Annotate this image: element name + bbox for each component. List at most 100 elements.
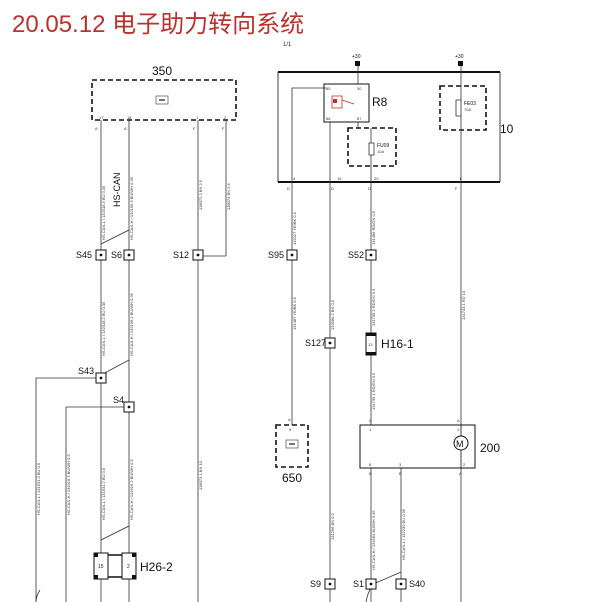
splice-S127[interactable] xyxy=(324,337,336,349)
splice-S1[interactable] xyxy=(365,578,377,590)
module-200[interactable] xyxy=(359,424,476,469)
relay-pin: 87 xyxy=(357,116,362,121)
wire-label: HS-CAN-L / 131631.2 BU 0.5 xyxy=(101,467,106,520)
connector-label: H16-1 xyxy=(381,337,414,351)
wire-label: 138072.2 BN 2.5 xyxy=(198,179,203,210)
fuse-FE03[interactable] xyxy=(439,85,487,131)
wire-label: HS-CAN-L / 132018.3 BU 0.35 xyxy=(101,185,106,240)
page-title: 20.05.12 电子助力转向系统 xyxy=(12,11,305,38)
left-wires xyxy=(35,120,227,602)
module-10[interactable] xyxy=(277,71,501,183)
pin-letter: A xyxy=(124,126,127,131)
splice-label: S1 xyxy=(353,579,364,589)
wire-label: HS-CAN-H / 131664 BU/WH 0.35 xyxy=(371,510,376,570)
wire-label: 131743.1 RD 10 xyxy=(461,290,466,320)
pin-letter: B xyxy=(399,471,402,476)
module-650[interactable] xyxy=(275,424,309,468)
module-200-label: 200 xyxy=(480,441,500,455)
pin-letter: A xyxy=(95,126,98,131)
relay-pin: 85 xyxy=(326,86,331,91)
fuse-rating: 70A xyxy=(464,107,471,112)
connector-pin: 13 xyxy=(368,342,373,347)
wire-label: 131266 BN 0.5 xyxy=(330,513,335,540)
splice-S52[interactable] xyxy=(365,249,377,261)
pin-letter: D xyxy=(331,186,334,191)
pin-letter: A xyxy=(459,471,462,476)
pin-num: 2 xyxy=(224,115,227,120)
pin-num: 9 xyxy=(289,427,292,432)
wire-label: 131735.1 RD/GN 0.5 xyxy=(371,372,376,410)
relay-pin: 86 xyxy=(326,116,331,121)
supply-label: +30 xyxy=(352,54,361,60)
splice-S95[interactable] xyxy=(286,249,298,261)
relay-contact xyxy=(341,99,355,105)
pin-letter: A xyxy=(288,417,291,422)
pin-letter: F xyxy=(193,126,196,131)
pin-num: 1 xyxy=(369,427,372,432)
splice-S4[interactable] xyxy=(123,401,135,413)
pin-letter: F xyxy=(455,186,458,191)
connector-H16-1[interactable] xyxy=(365,332,377,356)
module-650-label: 650 xyxy=(282,471,302,485)
module-350-label: 350 xyxy=(152,64,172,78)
wire-label: 138074 BN 2.5 xyxy=(226,183,231,210)
wire-label: 131735.2 RD/GN 0.5 xyxy=(371,288,376,326)
splice-S40[interactable] xyxy=(395,578,407,590)
wire-label: 132027 YE/BK 0.5 xyxy=(292,211,297,245)
wire-label: HS-CAN-L / 132230 BU 0.35 xyxy=(401,508,406,560)
pin-letter: B xyxy=(369,471,372,476)
relay-pin: 30 xyxy=(357,86,362,91)
pin-letter: D xyxy=(368,186,371,191)
wire-label: 131487 YE/BK 0.5 xyxy=(292,296,297,330)
pin-num: 18 xyxy=(127,115,132,120)
wire-label: HS-CAN-H / 131616.3 BU/WH 0.5 xyxy=(66,454,71,515)
splice-label: S95 xyxy=(268,250,284,260)
wire-label: 133980.2 BN 0.5 xyxy=(330,299,335,330)
supply-terminal xyxy=(355,61,360,66)
pin-num: 15 xyxy=(337,176,342,181)
pin-num: 1 xyxy=(459,176,462,181)
bus-label: HS-CAN xyxy=(112,172,122,207)
wire-label: 138073.1 BN 10 xyxy=(198,460,203,490)
supply-label: +30 xyxy=(455,54,464,60)
connector-pin: 2 xyxy=(127,564,130,570)
page-number: 1/1 xyxy=(283,42,292,48)
connector-H26-2[interactable] xyxy=(93,552,137,580)
splice-label: S4 xyxy=(113,395,124,405)
motor-label: M xyxy=(456,439,464,449)
wire-label: HS-CAN-H / 132199.3 BU/WH 0.35 xyxy=(129,176,134,240)
pin-num: 8 xyxy=(369,462,372,467)
pin-letter: F xyxy=(222,126,225,131)
splice-S45[interactable] xyxy=(95,249,107,261)
pin-num: 20 xyxy=(374,176,379,181)
pin-letter: A xyxy=(457,418,460,423)
wire-label: HS-CAN-H / 131616.2 BU/WH 0.5 xyxy=(129,459,134,520)
module-10-label: 10 xyxy=(500,122,514,136)
connector-pin: 15 xyxy=(98,564,104,570)
pin-num: 2 xyxy=(463,462,466,467)
module-350[interactable] xyxy=(91,79,237,121)
splice-label: S52 xyxy=(348,250,364,260)
fuse-name: FE03 xyxy=(464,101,476,107)
wire-label: HS-CAN-H / 132199.2 BU/WH 0.35 xyxy=(129,292,134,356)
fuse-FU09[interactable] xyxy=(347,127,397,167)
supply-terminal xyxy=(458,61,463,66)
splice-S9[interactable] xyxy=(324,578,336,590)
connector-label: H26-2 xyxy=(140,560,173,574)
splice-label: S40 xyxy=(409,579,425,589)
splice-S43[interactable] xyxy=(95,372,107,384)
module-icon-detail xyxy=(289,443,295,445)
wire-label: HS-CAN-L / 132018.2 BU 0.35 xyxy=(101,301,106,356)
module-icon-detail xyxy=(159,99,165,101)
splice-label: S9 xyxy=(310,579,321,589)
splice-S6[interactable] xyxy=(123,249,135,261)
pin-letter: A xyxy=(369,418,372,423)
splice-S12[interactable] xyxy=(192,249,204,261)
pin-num: 1 xyxy=(457,427,460,432)
fuse-name: FU09 xyxy=(377,143,389,149)
splice-label: S6 xyxy=(111,250,122,260)
pin-num: 1 xyxy=(196,115,199,120)
wire-label: 131486 RD/GN 0.5 xyxy=(371,210,376,245)
relay-R8[interactable] xyxy=(323,83,370,123)
